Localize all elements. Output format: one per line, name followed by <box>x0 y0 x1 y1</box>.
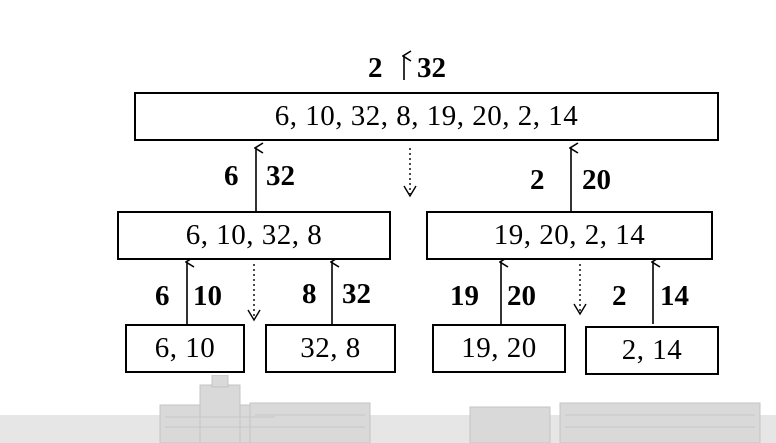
leaf-1-values: 6, 10 <box>154 332 216 364</box>
left-subarray-values: 6, 10, 32, 8 <box>185 219 323 251</box>
leaf-1-min-label: 6 <box>155 280 170 312</box>
leaf-box-1: 6, 10 <box>125 324 245 373</box>
root-array-box: 6, 10, 32, 8, 19, 20, 2, 14 <box>134 92 719 141</box>
right-min-label: 2 <box>530 164 545 196</box>
root-max-label: 32 <box>417 52 446 84</box>
leaf-4-min-label: 2 <box>612 280 627 312</box>
right-max-label: 20 <box>582 164 611 196</box>
root-min-label: 2 <box>368 52 383 84</box>
leaf-box-3: 19, 20 <box>432 324 566 373</box>
leaf-box-4: 2, 14 <box>585 326 719 375</box>
leaf-2-max-label: 32 <box>342 278 371 310</box>
leaf-box-2: 32, 8 <box>265 324 396 373</box>
leaf-4-max-label: 14 <box>660 280 689 312</box>
root-array-values: 6, 10, 32, 8, 19, 20, 2, 14 <box>274 100 579 132</box>
left-min-label: 6 <box>224 160 239 192</box>
leaf-1-max-label: 10 <box>193 280 222 312</box>
leaf-3-max-label: 20 <box>507 280 536 312</box>
left-max-label: 32 <box>266 160 295 192</box>
right-subarray-values: 19, 20, 2, 14 <box>493 219 646 251</box>
background-building-watermark <box>0 375 776 443</box>
leaf-3-min-label: 19 <box>450 280 479 312</box>
left-subarray-box: 6, 10, 32, 8 <box>117 211 391 260</box>
leaf-4-values: 2, 14 <box>621 334 683 366</box>
leaf-3-values: 19, 20 <box>461 332 537 364</box>
right-subarray-box: 19, 20, 2, 14 <box>426 211 713 260</box>
leaf-2-values: 32, 8 <box>300 332 361 364</box>
leaf-2-min-label: 8 <box>302 278 317 310</box>
